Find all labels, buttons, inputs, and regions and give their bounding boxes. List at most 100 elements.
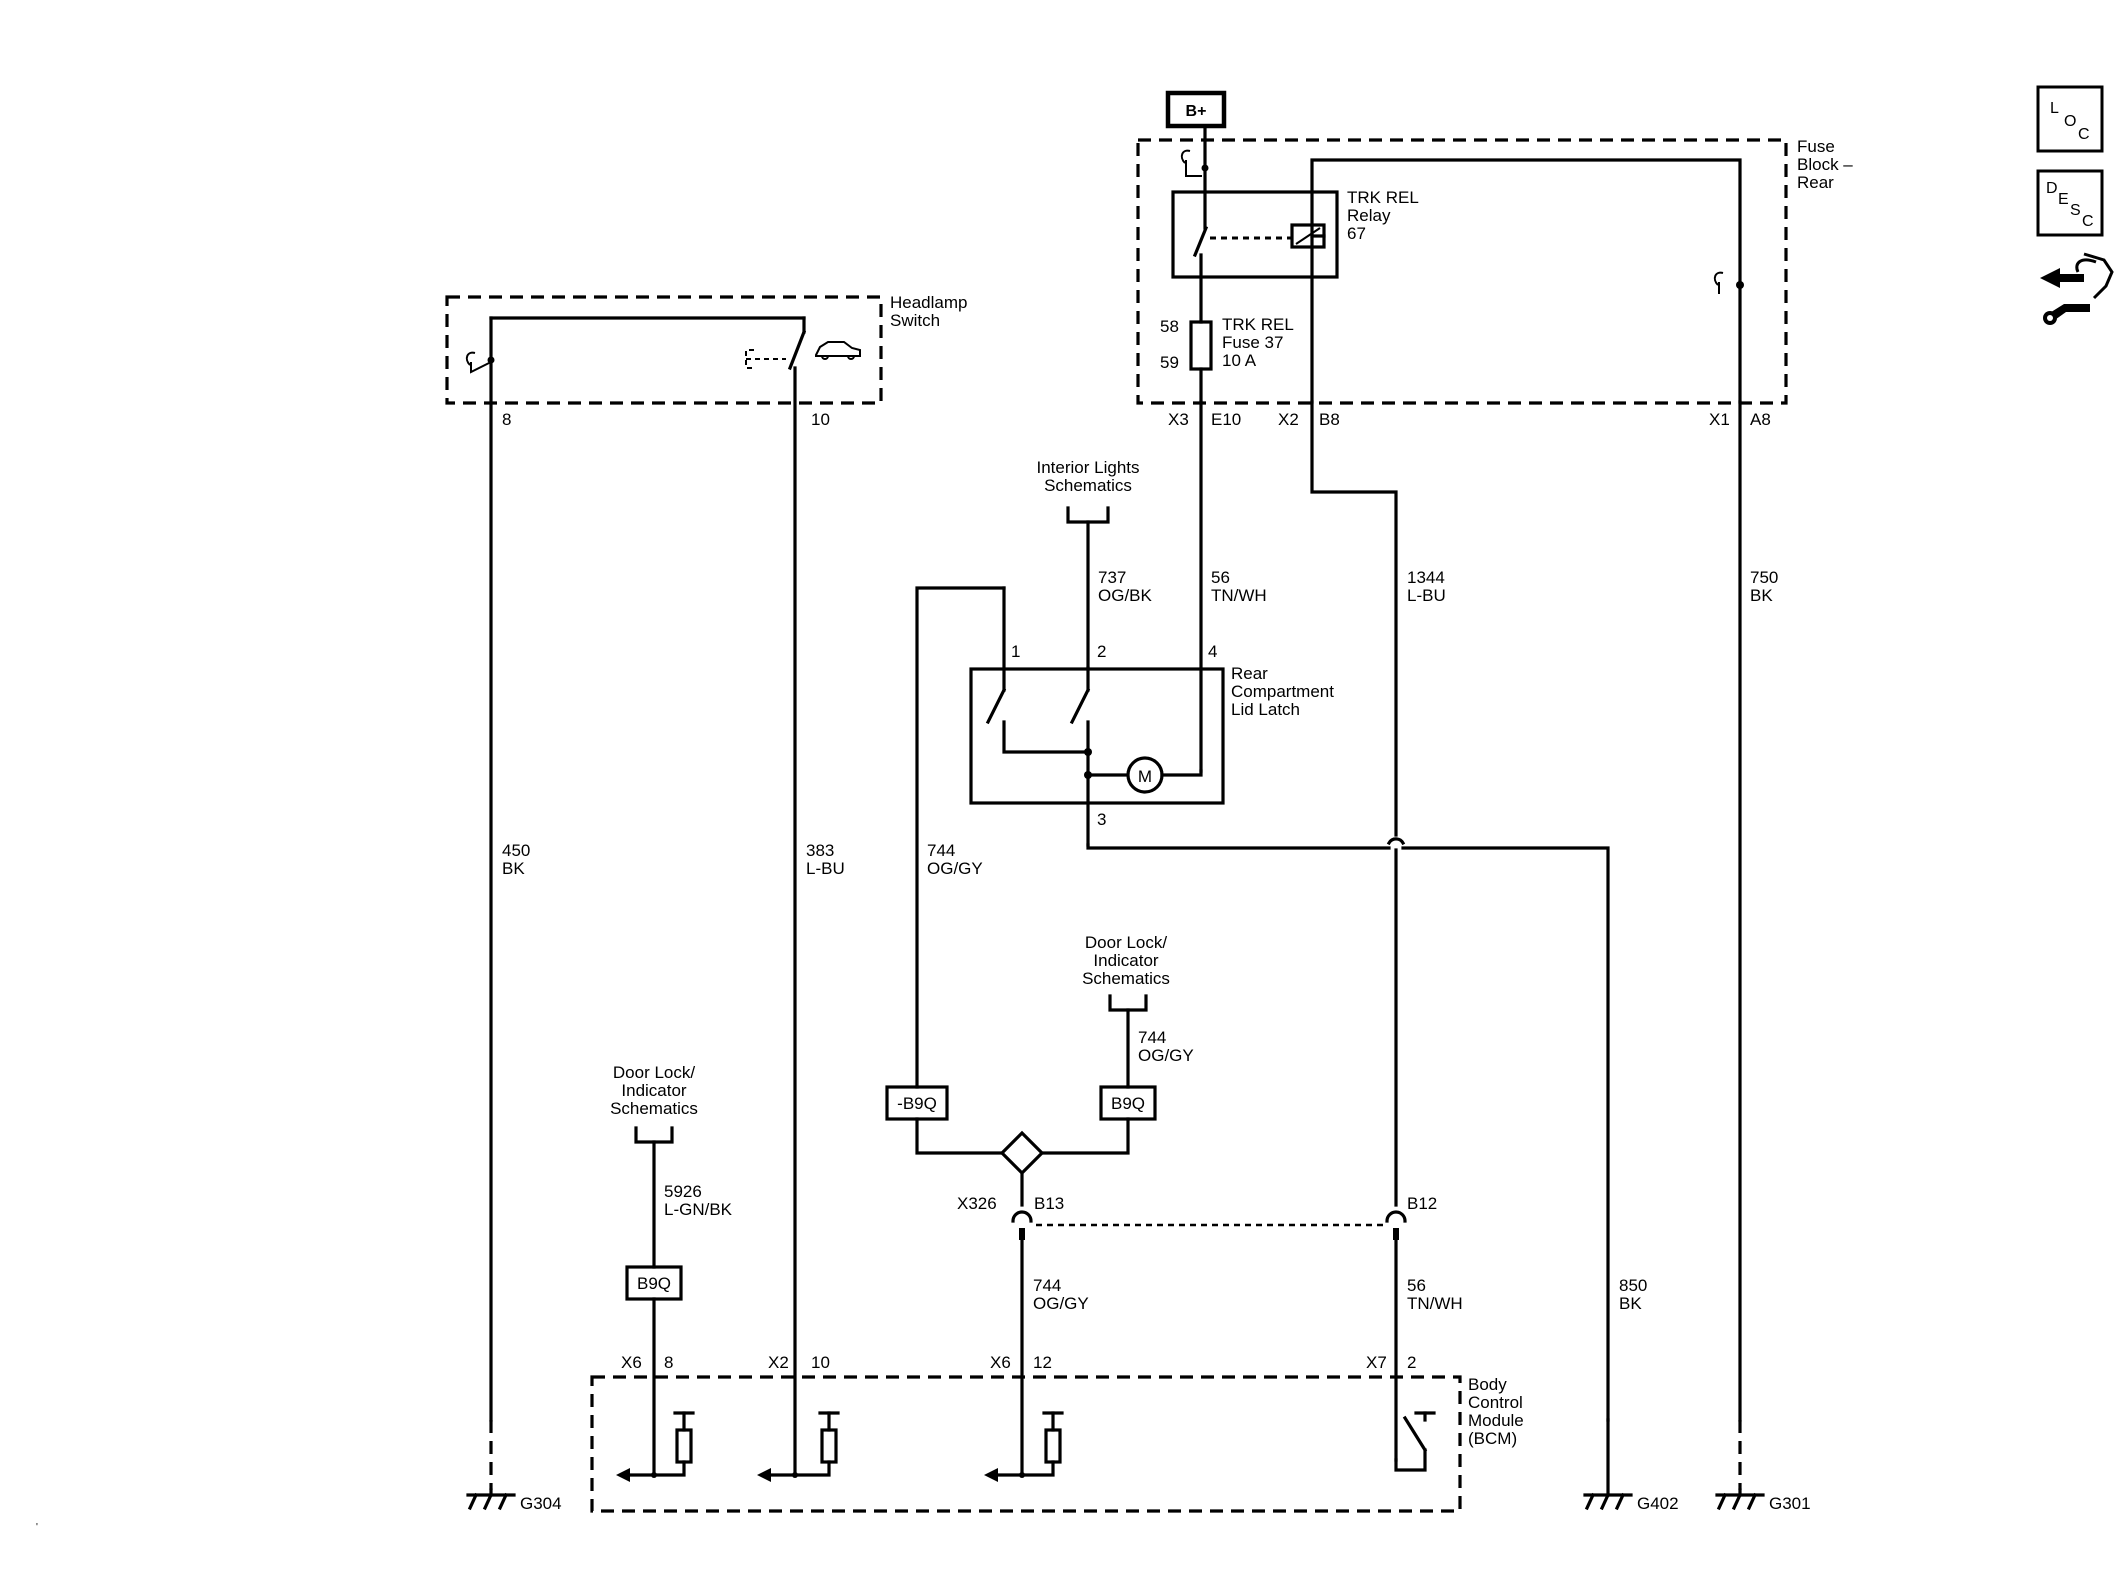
loc-letter-l: L xyxy=(2050,100,2059,117)
bcm-pin-1-conn: X6 xyxy=(621,1353,642,1372)
bcm-pin-2-num: 10 xyxy=(811,1353,830,1372)
relay-label-1: TRK REL xyxy=(1347,188,1419,207)
wire-450-color: BK xyxy=(502,859,525,878)
bcm-pin-4-num: 2 xyxy=(1407,1353,1416,1372)
wire-744a-color: OG/GY xyxy=(927,859,983,878)
option-b9q-right: B9Q xyxy=(1099,1085,1157,1121)
headlamp-switch: Headlamp Switch 8 10 xyxy=(445,293,968,429)
body-control-module: Body Control Module (BCM) X6 8 X2 10 X6 … xyxy=(590,1353,1524,1513)
neg-b9q-label: -B9Q xyxy=(897,1094,937,1113)
g301-label: G301 xyxy=(1769,1494,1811,1513)
car-icon xyxy=(815,341,861,360)
b12-label: B12 xyxy=(1407,1194,1437,1213)
inline-connector-x326: X326 B13 B12 xyxy=(957,1194,1437,1240)
door-lock-right-title-3: Schematics xyxy=(1082,969,1170,988)
wire-750-color: BK xyxy=(1750,586,1773,605)
headlamp-pin-10: 10 xyxy=(811,410,830,429)
b9q-left-label: B9Q xyxy=(637,1274,671,1293)
bcm-input-circuit-1 xyxy=(616,1411,695,1482)
b-plus-label: B+ xyxy=(1186,103,1207,120)
bcm-pin-2-conn: X2 xyxy=(768,1353,789,1372)
wire-56a-color: TN/WH xyxy=(1211,586,1267,605)
wire-383-color: L-BU xyxy=(806,859,845,878)
desc-letter-d: D xyxy=(2046,180,2058,197)
option-neg-b9q: -B9Q xyxy=(885,1085,949,1121)
b9q-right-label: B9Q xyxy=(1111,1094,1145,1113)
corner-mark: ' xyxy=(36,1522,38,1533)
fuse-label-1: TRK REL xyxy=(1222,315,1294,334)
wire-450-num: 450 xyxy=(502,841,530,860)
relay-label-3: 67 xyxy=(1347,224,1366,243)
conn-x1: X1 xyxy=(1709,410,1730,429)
wire-750-num: 750 xyxy=(1750,568,1778,587)
fuse-block-rear: Fuse Block – Rear TRK REL Relay 67 58 59… xyxy=(1136,137,1853,429)
latch-switch-1 xyxy=(985,687,1007,725)
door-lock-left-title-3: Schematics xyxy=(610,1099,698,1118)
interior-lights-ref: Interior Lights Schematics xyxy=(1037,458,1140,670)
wire-744c-color: OG/GY xyxy=(1033,1294,1089,1313)
latch-title-2: Compartment xyxy=(1231,682,1334,701)
headlamp-switch-contact xyxy=(787,329,807,371)
fuse-label-2: Fuse 37 xyxy=(1222,333,1283,352)
latch-pin-3: 3 xyxy=(1097,810,1106,829)
headlamp-switch-title-1: Headlamp xyxy=(890,293,968,312)
relay-switch-contact xyxy=(1192,225,1209,258)
rear-compartment-lid-latch: Rear Compartment Lid Latch 1 2 4 3 M xyxy=(969,586,1334,847)
fuse-pin-58: 58 xyxy=(1160,317,1179,336)
desc-letter-c: C xyxy=(2082,213,2094,230)
trk-rel-fuse xyxy=(1189,320,1213,371)
wire-5926-num: 5926 xyxy=(664,1182,702,1201)
bcm-title-4: (BCM) xyxy=(1468,1429,1517,1448)
wire-383-num: 383 xyxy=(806,841,834,860)
door-lock-left-title-1: Door Lock/ xyxy=(613,1063,695,1082)
service-tool-icon[interactable] xyxy=(2040,252,2114,325)
door-lock-left-title-2: Indicator xyxy=(621,1081,687,1100)
wire-56b-color: TN/WH xyxy=(1407,1294,1463,1313)
desc-letter-s: S xyxy=(2070,202,2081,219)
latch-pin-1: 1 xyxy=(1011,642,1020,661)
ground-g304: G304 xyxy=(466,1488,562,1513)
conn-x2: X2 xyxy=(1278,410,1299,429)
loc-icon[interactable]: L O C xyxy=(2036,85,2104,153)
fuse-label-3: 10 A xyxy=(1222,351,1257,370)
x326-label: X326 xyxy=(957,1194,997,1213)
door-lock-right-title-2: Indicator xyxy=(1093,951,1159,970)
wire-737-num: 737 xyxy=(1098,568,1126,587)
desc-icon[interactable]: D E S C xyxy=(2036,169,2104,237)
ground-g402: G402 xyxy=(1583,1418,1679,1513)
fuse-block-title-1: Fuse xyxy=(1797,137,1835,156)
ground-g301: G301 xyxy=(1715,1488,1811,1513)
wire-56a-num: 56 xyxy=(1211,568,1230,587)
latch-motor-label: M xyxy=(1138,767,1152,786)
wire-744b-num: 744 xyxy=(1138,1028,1166,1047)
wire-850-num: 850 xyxy=(1619,1276,1647,1295)
wire-1344-color: L-BU xyxy=(1407,586,1446,605)
bcm-pin-3-num: 12 xyxy=(1033,1353,1052,1372)
wire-5926-color: L-GN/BK xyxy=(664,1200,733,1219)
headlamp-switch-title-2: Switch xyxy=(890,311,940,330)
latch-title-1: Rear xyxy=(1231,664,1268,683)
wire-56b-num: 56 xyxy=(1407,1276,1426,1295)
loc-letter-c: C xyxy=(2078,126,2090,143)
wire-850-color: BK xyxy=(1619,1294,1642,1313)
wire-744b-color: OG/GY xyxy=(1138,1046,1194,1065)
desc-letter-e: E xyxy=(2058,191,2069,208)
g402-label: G402 xyxy=(1637,1494,1679,1513)
latch-title-3: Lid Latch xyxy=(1231,700,1300,719)
bcm-pin-1-num: 8 xyxy=(664,1353,673,1372)
wire-737-color: OG/BK xyxy=(1098,586,1153,605)
b-plus-source: B+ xyxy=(1165,90,1227,129)
splice-diamond xyxy=(999,1130,1045,1176)
bcm-title-2: Control xyxy=(1468,1393,1523,1412)
latch-switch-2 xyxy=(1069,687,1091,725)
wire-744a-num: 744 xyxy=(927,841,955,860)
bcm-input-circuit-3 xyxy=(984,1411,1064,1482)
conn-e10: E10 xyxy=(1211,410,1241,429)
latch-pin-4: 4 xyxy=(1208,642,1217,661)
bcm-output-switch xyxy=(1394,1411,1436,1472)
conn-x3: X3 xyxy=(1168,410,1189,429)
conn-b8: B8 xyxy=(1319,410,1340,429)
door-lock-ref-left: Door Lock/ Indicator Schematics xyxy=(610,1063,698,1269)
bcm-pin-4-conn: X7 xyxy=(1366,1353,1387,1372)
